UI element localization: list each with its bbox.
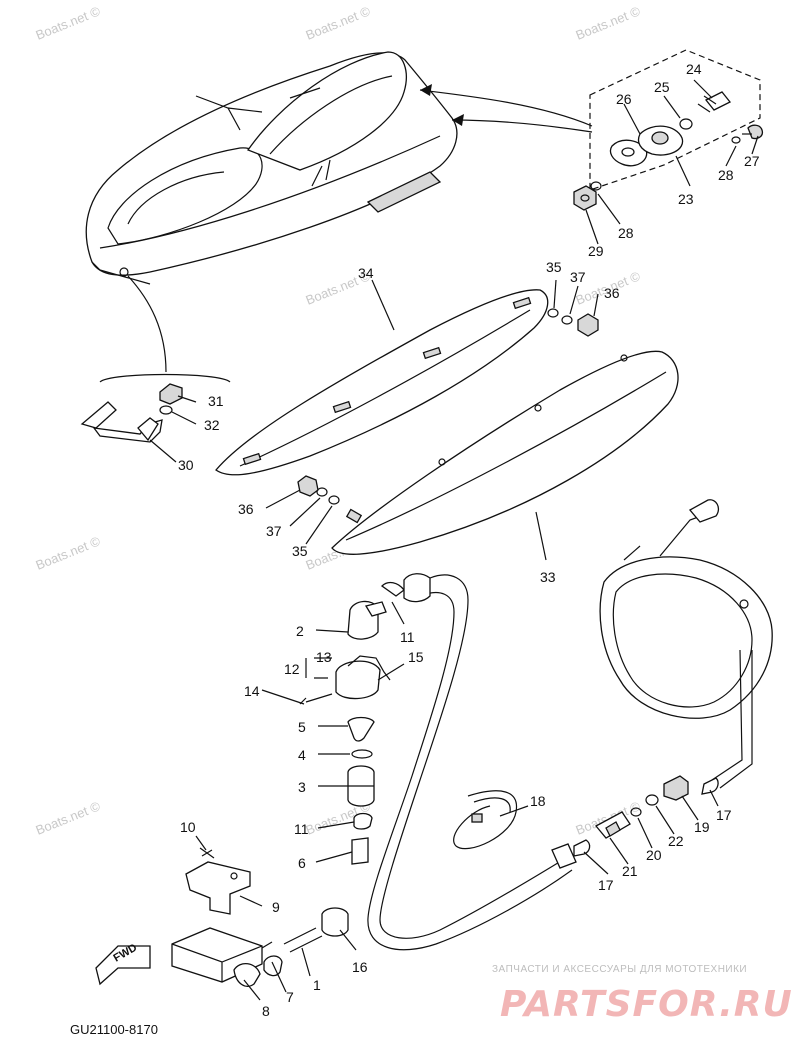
- callout-22: 22: [668, 833, 684, 849]
- watermark: Boats.net ©: [304, 3, 373, 43]
- callout-16: 16: [352, 959, 368, 975]
- callout-36: 36: [604, 285, 620, 301]
- fwd-arrow: FWD: [95, 942, 151, 986]
- callout-28: 28: [718, 167, 734, 183]
- callout-11: 11: [294, 821, 309, 837]
- watercraft-illustration: [85, 51, 458, 285]
- callout-23: 23: [678, 191, 694, 207]
- water-lock-box: [171, 907, 349, 987]
- callout-17: 17: [598, 877, 614, 893]
- callout-17: 17: [716, 807, 732, 823]
- callout-21: 21: [622, 863, 638, 879]
- callout-35: 35: [292, 543, 308, 559]
- callout-33: 33: [540, 569, 556, 585]
- sponson-right: [331, 350, 679, 555]
- callout-9: 9: [272, 899, 280, 915]
- callout-37: 37: [266, 523, 282, 539]
- callout-20: 20: [646, 847, 662, 863]
- watermark: Boats.net ©: [34, 3, 103, 43]
- hose-strap: [453, 790, 518, 850]
- callout-5: 5: [298, 719, 306, 735]
- callout-labels: 1 2 3 4 5 6 7 8 9 10 11 11 12 13 14 15 1…: [178, 61, 760, 1019]
- callout-36: 36: [238, 501, 254, 517]
- callout-27: 27: [744, 153, 760, 169]
- watermark: Boats.net ©: [34, 533, 103, 573]
- callout-37: 37: [570, 269, 586, 285]
- callout-15: 15: [408, 649, 424, 665]
- mounting-bracket: [185, 847, 251, 915]
- hose-joint-assembly: [80, 275, 231, 443]
- callout-2: 2: [296, 623, 304, 639]
- leader-lines: [149, 79, 759, 1001]
- callout-30: 30: [178, 457, 194, 473]
- sponson-fasteners-top: [547, 308, 599, 337]
- callout-1: 1: [313, 977, 321, 993]
- callout-14: 14: [244, 683, 260, 699]
- water-separator-assembly: [299, 573, 431, 865]
- callout-7: 7: [286, 989, 294, 1005]
- callout-24: 24: [686, 61, 702, 77]
- callout-28: 28: [618, 225, 634, 241]
- sponson-fasteners-bottom: [297, 475, 363, 524]
- callout-34: 34: [358, 265, 374, 281]
- callout-8: 8: [262, 1003, 270, 1019]
- drain-plug-assembly: [573, 49, 764, 211]
- callout-3: 3: [298, 779, 306, 795]
- callout-4: 4: [298, 747, 306, 763]
- callout-35: 35: [546, 259, 562, 275]
- callout-32: 32: [204, 417, 220, 433]
- callout-11: 11: [400, 629, 415, 645]
- shop-branding: ЗАПЧАСТИ И АКСЕССУАРЫ ДЛЯ МОТОТЕХНИКИ PA…: [492, 964, 793, 1025]
- callout-6: 6: [298, 855, 306, 871]
- water-box-assembly: [599, 499, 773, 789]
- pressure-fitting-assembly: [573, 775, 719, 857]
- callout-12: 12: [284, 661, 300, 677]
- callout-26: 26: [616, 91, 632, 107]
- callout-18: 18: [530, 793, 546, 809]
- callout-25: 25: [654, 79, 670, 95]
- callout-29: 29: [588, 243, 604, 259]
- shop-tagline: ЗАПЧАСТИ И АКСЕССУАРЫ ДЛЯ МОТОТЕХНИКИ: [492, 964, 747, 975]
- watermark: Boats.net ©: [34, 798, 103, 838]
- sponson-left: [215, 289, 549, 476]
- shop-logo: PARTSFOR.RU: [500, 984, 793, 1025]
- callout-10: 10: [180, 819, 196, 835]
- watermark: Boats.net ©: [574, 3, 643, 43]
- callout-13: 13: [316, 649, 332, 665]
- diagram-code: GU21100-8170: [70, 1022, 158, 1037]
- callout-31: 31: [208, 393, 224, 409]
- callout-19: 19: [694, 819, 710, 835]
